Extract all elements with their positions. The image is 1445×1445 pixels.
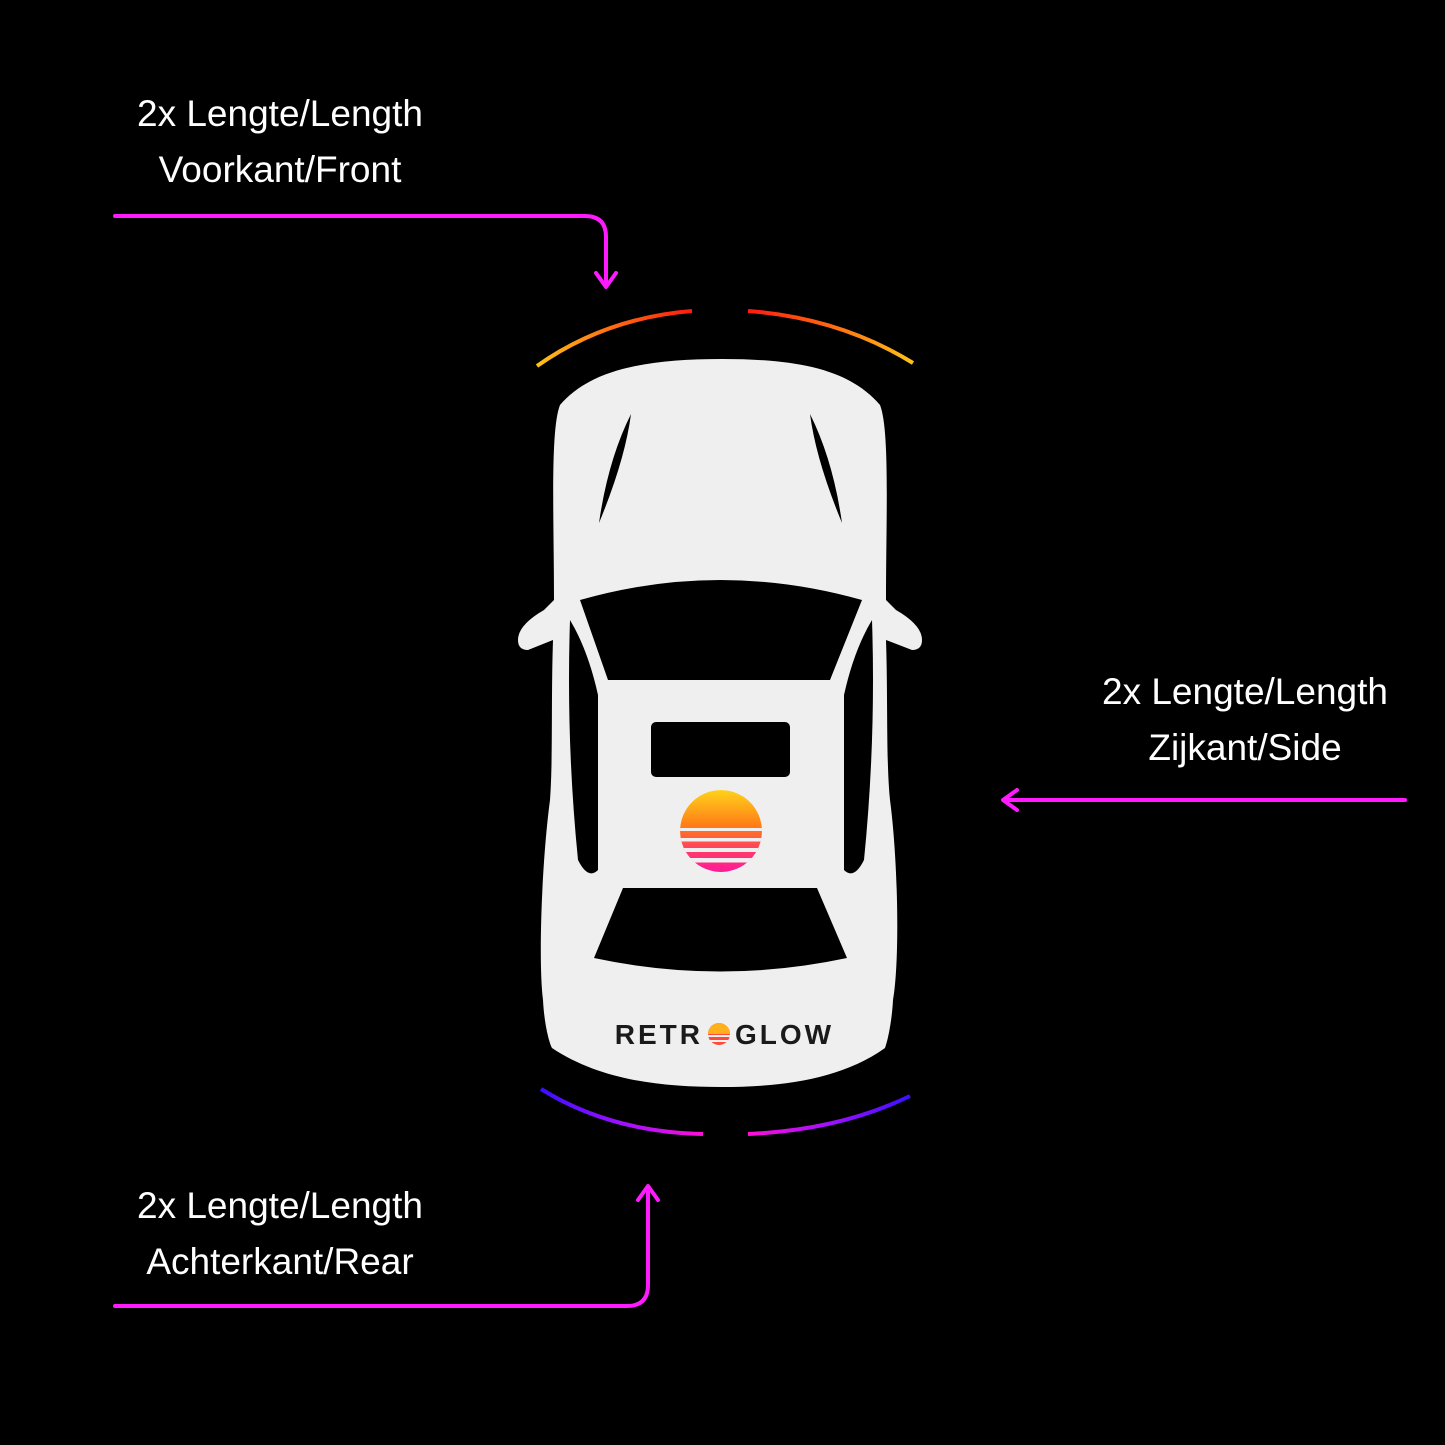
front-left-led-strip [535,309,693,368]
rear-label-line2: Achterkant/Rear [146,1241,414,1282]
front-label-line1: 2x Lengte/Length [137,93,423,134]
rear-length-label: 2x Lengte/Length Achterkant/Rear [70,1178,490,1290]
windshield [580,580,862,680]
rear-window [594,888,847,972]
right-side-window [844,620,873,874]
logo-text-right: GLOW [735,1019,834,1050]
sun-logo [680,790,762,872]
retroglow-logo: RETR GLOW [615,1019,834,1050]
rear-arrow [113,1184,660,1308]
rear-label-line1: 2x Lengte/Length [137,1185,423,1226]
side-length-label: 2x Lengte/Length Zijkant/Side [1035,664,1445,776]
rear-left-led-strip [539,1087,704,1136]
logo-text-left: RETR [615,1019,703,1050]
hood-crease-right [810,414,842,523]
front-label-line2: Voorkant/Front [158,149,402,190]
front-arrow [113,214,618,289]
rear-right-led-strip [747,1094,911,1136]
left-side-window [569,620,598,874]
side-arrow [1001,788,1407,812]
hood-crease-left [599,414,631,523]
car [518,359,922,1087]
side-label-line1: 2x Lengte/Length [1102,671,1388,712]
front-right-led-strip [747,309,915,365]
sunroof [651,722,790,777]
front-length-label: 2x Lengte/Length Voorkant/Front [70,86,490,198]
logo-sun-o [707,1023,731,1045]
side-label-line2: Zijkant/Side [1148,727,1342,768]
